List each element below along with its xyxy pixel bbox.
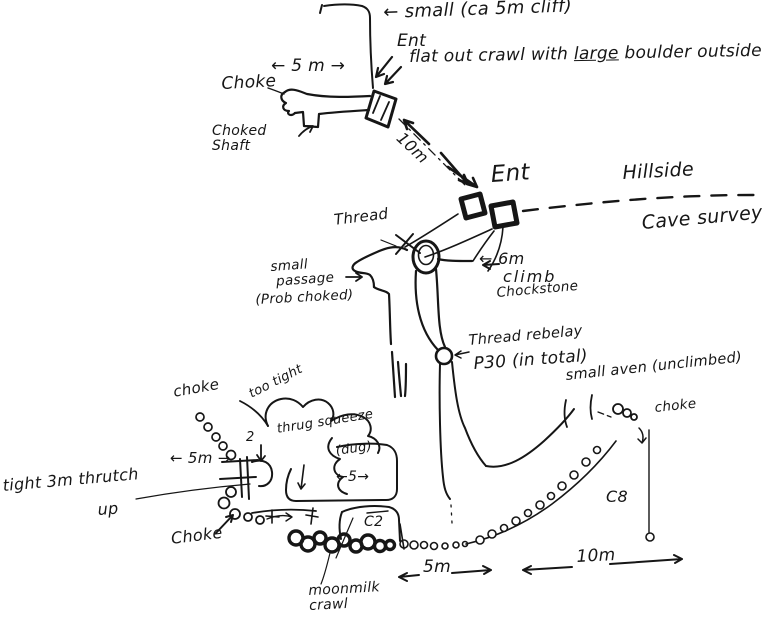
hillside-dashed-line bbox=[521, 193, 766, 213]
label-small-passage: small passage bbox=[269, 256, 335, 290]
survey-connector-lines bbox=[380, 213, 504, 272]
small-passage-arrow bbox=[345, 272, 363, 282]
label-2-climb: 2 bbox=[246, 430, 255, 445]
squeeze-chamber-outline bbox=[256, 397, 398, 502]
span-arrows-bottom bbox=[398, 554, 683, 582]
label-choke-top: Choke bbox=[220, 71, 277, 94]
label-span-5m-bottom: 5m bbox=[423, 557, 451, 577]
upper-passage-outline bbox=[280, 88, 398, 129]
p30-shaft bbox=[434, 346, 487, 524]
c8-pitch-line bbox=[645, 429, 655, 542]
label-6m: ← 6m bbox=[479, 249, 525, 268]
cobble-row bbox=[399, 539, 469, 551]
choke-pointers bbox=[267, 87, 314, 137]
pitch-head-outline bbox=[351, 239, 500, 399]
label-span-5m-top: ← 5 m → bbox=[271, 56, 346, 76]
ten-m-connector bbox=[398, 118, 470, 188]
flat-out-text-1: flat out crawl with bbox=[408, 44, 569, 67]
boulder-scribble bbox=[287, 529, 397, 554]
aven-choke-marks bbox=[563, 394, 647, 444]
label-span-5m-left: ← 5m → bbox=[170, 449, 231, 467]
label-ent-top: Ent bbox=[397, 31, 427, 51]
label-ent-main: Ent bbox=[489, 159, 531, 188]
lower-right-passage bbox=[465, 408, 617, 545]
label-choked-shaft: Choked Shaft bbox=[212, 123, 267, 155]
ent-top-arrows bbox=[374, 55, 403, 86]
ent-main-arrow bbox=[446, 165, 479, 189]
label-span-10m-bottom: 10m bbox=[575, 544, 617, 567]
flat-out-text-2: boulder outside bbox=[624, 40, 763, 64]
label-climb: climb bbox=[503, 267, 557, 286]
entrance-markers bbox=[458, 191, 520, 230]
label-c8: C8 bbox=[606, 487, 628, 506]
label-up: up bbox=[96, 498, 120, 519]
flat-out-large-underlined: large bbox=[573, 43, 619, 65]
lower-left-complex bbox=[135, 400, 319, 534]
label-moonmilk-crawl: moonmilk crawl bbox=[307, 579, 381, 615]
label-span-5-mid: ←5→ bbox=[336, 469, 370, 485]
measurement-bracket bbox=[319, 3, 374, 89]
label-c2: C2 bbox=[364, 514, 384, 530]
label-hillside: Hillside bbox=[621, 158, 695, 184]
